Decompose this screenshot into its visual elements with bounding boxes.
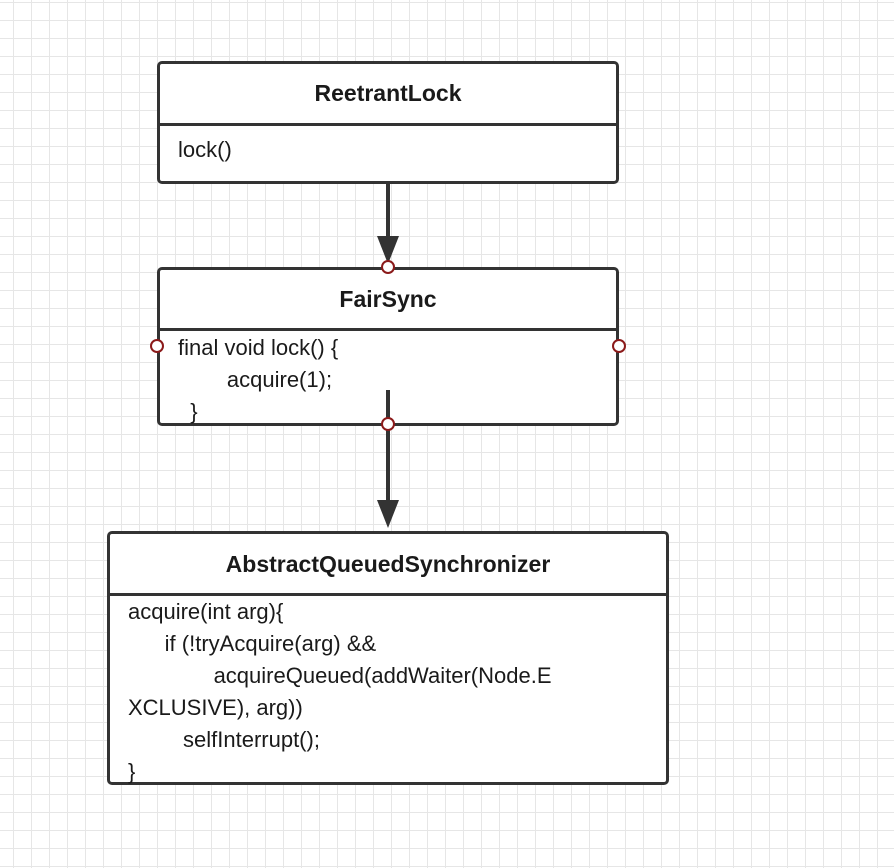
class-body: lock() xyxy=(178,137,232,162)
edge-reetrantlock-to-fairsync[interactable] xyxy=(377,184,399,264)
arrowhead xyxy=(377,236,399,264)
class-body: final void lock() { acquire(1); } xyxy=(178,335,339,424)
class-name: FairSync xyxy=(160,270,616,331)
connection-point-top[interactable] xyxy=(381,260,395,274)
edge-fairsync-to-aqs[interactable] xyxy=(377,390,399,528)
class-box-abstractqueuedsynchronizer[interactable]: AbstractQueuedSynchronizer acquire(int a… xyxy=(107,531,669,785)
class-body: acquire(int arg){ if (!tryAcquire(arg) &… xyxy=(128,599,552,784)
connection-point-right[interactable] xyxy=(612,339,626,353)
class-box-reetrantlock[interactable]: ReetrantLock lock() xyxy=(157,61,619,184)
connection-point-bottom[interactable] xyxy=(381,417,395,431)
class-name: AbstractQueuedSynchronizer xyxy=(110,534,666,596)
connection-point-left[interactable] xyxy=(150,339,164,353)
arrowhead xyxy=(377,500,399,528)
class-name: ReetrantLock xyxy=(160,64,616,126)
